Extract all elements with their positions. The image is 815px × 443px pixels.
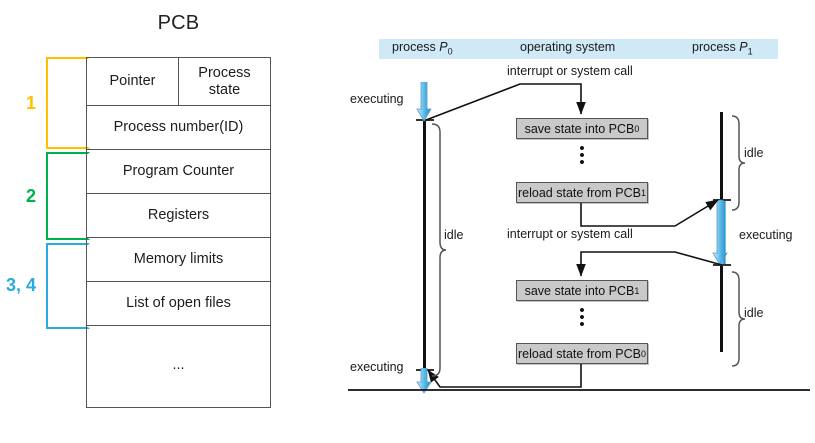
lifeline-p1-upper — [720, 112, 723, 200]
ellipsis-dot: • — [579, 140, 585, 157]
column-header-process-p0: process P0 — [392, 40, 453, 57]
executing-label-p0-top: executing — [350, 92, 404, 106]
group-label-3: 3, 4 — [5, 275, 36, 295]
brace-idle-p1-top — [731, 115, 746, 211]
pcb-row-registers: Registers — [87, 194, 270, 238]
pcb-row-process-number: Process number(ID) — [87, 106, 270, 150]
pcb-panel: PCB 1 2 3, 4 Pointer Process state Proce… — [0, 0, 340, 443]
idle-label-p1-top: idle — [744, 146, 764, 160]
pcb-row-pointer-state: Pointer Process state — [87, 58, 270, 106]
pcb-cell-process-state: Process state — [198, 64, 251, 98]
pcb-row-ellipsis: ... — [172, 357, 185, 374]
ellipsis-dot: • — [579, 147, 585, 164]
group-label-2: 2 — [25, 186, 36, 206]
column-header-operating-system: operating system — [520, 40, 616, 54]
flow-p0-to-os-1 — [425, 83, 586, 121]
pcb-table: Pointer Process state Process number(ID)… — [86, 57, 271, 408]
executing-arrow-p1-icon — [712, 200, 728, 266]
pcb-cell-pointer: Pointer — [87, 58, 179, 105]
os-box-reload-state-pcb0-text: reload state from PCB — [518, 346, 641, 361]
group-bracket-3 — [46, 243, 90, 329]
interrupt-label-bottom: interrupt or system call — [507, 227, 633, 241]
ellipsis-dot: • — [579, 302, 585, 319]
pcb-row-program-counter: Program Counter — [87, 150, 270, 194]
flow-p1-to-os-2 — [576, 251, 723, 277]
column-header-p0-symbol: P — [439, 40, 448, 54]
os-box-reload-state-pcb1-text: reload state from PCB — [518, 185, 641, 200]
os-box-reload-state-pcb1-subscript: 1 — [640, 187, 646, 198]
ellipsis-dot: • — [579, 154, 585, 171]
executing-label-p0-bottom: executing — [350, 360, 404, 374]
column-header-process-p1: process P1 — [692, 40, 753, 57]
os-box-save-state-pcb0-subscript: 0 — [634, 123, 640, 134]
idle-label-p0: idle — [444, 228, 464, 242]
os-box-save-state-pcb0-text: save state into PCB — [524, 121, 635, 136]
page-title: PCB — [157, 12, 200, 34]
column-header-p1-text: process — [692, 40, 740, 54]
flow-os-to-p1-1 — [580, 199, 719, 227]
column-header-p1-symbol: P — [739, 40, 748, 54]
idle-label-p1-bottom: idle — [744, 306, 764, 320]
executing-arrow-p0-bottom-icon — [416, 368, 432, 394]
column-header-p0-text: process — [392, 40, 440, 54]
group-label-1: 1 — [25, 93, 36, 113]
context-switch-diagram: process P0 operating system process P1 s… — [340, 0, 815, 443]
executing-label-p1: executing — [739, 228, 793, 242]
vertical-ellipsis-top: • • • — [577, 140, 587, 171]
brace-idle-p0 — [431, 123, 447, 377]
column-header-p0-subscript: 0 — [447, 46, 453, 57]
vertical-ellipsis-bottom: • • • — [577, 302, 587, 333]
column-header-band — [379, 39, 778, 59]
flow-os-to-p0-2 — [427, 364, 582, 388]
ellipsis-dot: • — [579, 316, 585, 333]
os-box-reload-state-pcb0-subscript: 0 — [640, 348, 646, 359]
lifeline-p0 — [423, 120, 426, 370]
executing-arrow-p0-top-icon — [416, 82, 432, 122]
lifeline-p1-lower — [720, 265, 723, 352]
pcb-row-open-files: List of open files — [87, 282, 270, 326]
ellipsis-dot: • — [579, 309, 585, 326]
group-bracket-1 — [46, 57, 90, 149]
interrupt-label-top: interrupt or system call — [507, 64, 633, 78]
pcb-row-memory-limits: Memory limits — [87, 238, 270, 282]
group-bracket-2 — [46, 152, 90, 240]
column-header-p1-subscript: 1 — [747, 46, 753, 57]
os-box-save-state-pcb1-text: save state into PCB — [524, 283, 635, 298]
os-box-save-state-pcb1-subscript: 1 — [634, 285, 640, 296]
